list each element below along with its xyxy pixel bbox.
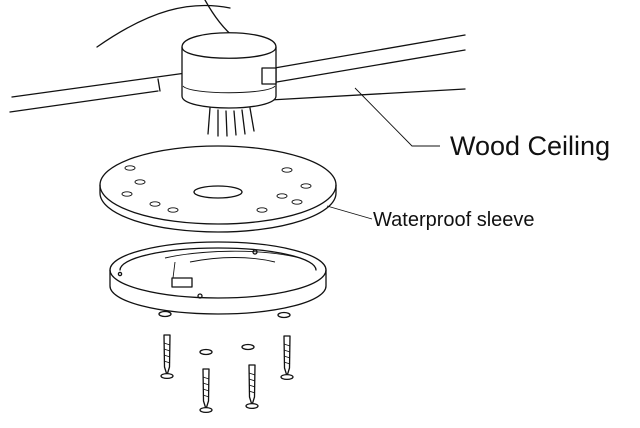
mounting-ring-icon xyxy=(109,241,327,315)
ceiling-leader-line xyxy=(354,87,440,147)
sleeve-label: Waterproof sleeve xyxy=(373,209,535,231)
screw-icon xyxy=(160,334,294,414)
ceiling-label: Wood Ceiling xyxy=(450,131,610,161)
wall-anchor-icon xyxy=(158,310,291,356)
junction-box-icon xyxy=(181,32,277,109)
wire-bundle-icon xyxy=(207,107,255,137)
waterproof-sleeve-icon xyxy=(99,145,337,233)
sleeve-leader-line xyxy=(326,205,373,220)
ceiling-joist-icon xyxy=(9,34,466,113)
